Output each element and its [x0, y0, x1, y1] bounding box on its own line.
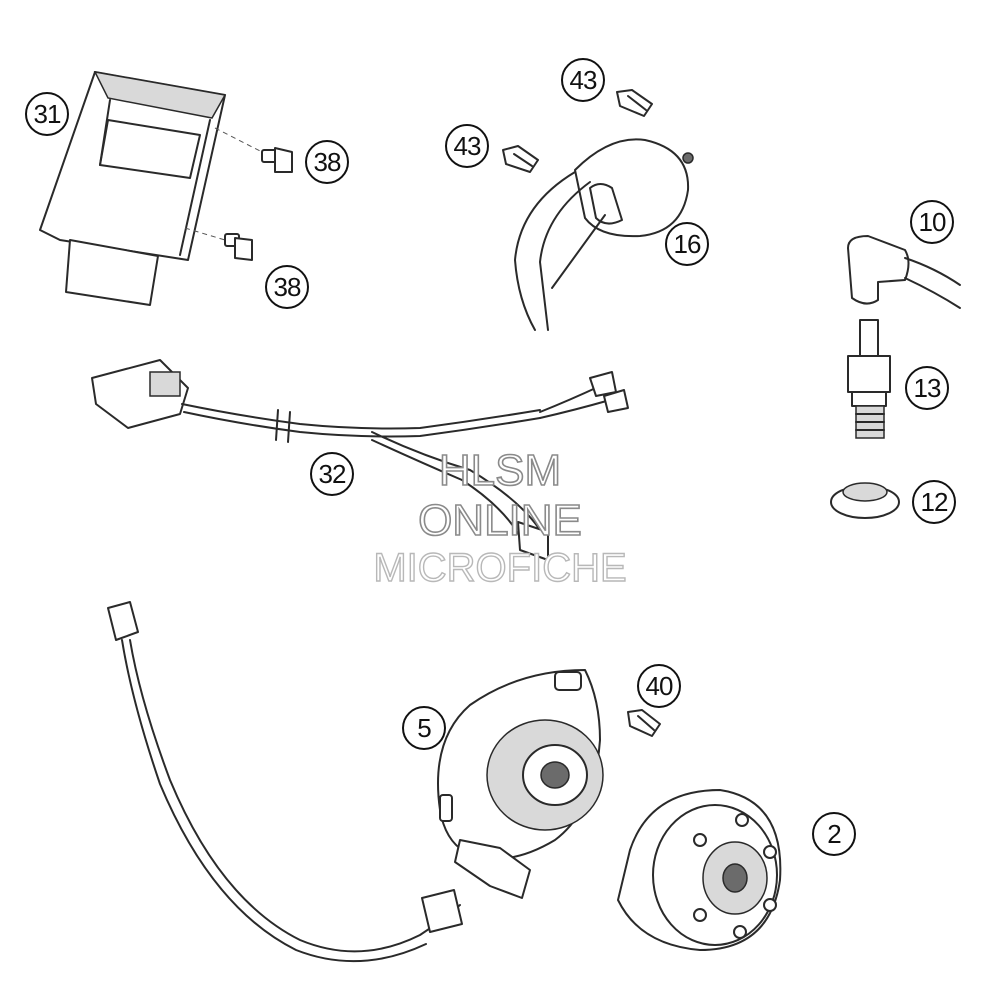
callout-32[interactable]: 32 [310, 452, 354, 496]
callout-38-lower[interactable]: 38 [265, 265, 309, 309]
part-10-spark-plug-cap[interactable] [847, 235, 961, 309]
callout-43-lower[interactable]: 43 [445, 124, 489, 168]
part-40-bolt[interactable] [627, 709, 661, 737]
callout-13[interactable]: 13 [905, 366, 949, 410]
callout-2[interactable]: 2 [812, 812, 856, 856]
part-32-wiring-harness[interactable] [91, 359, 629, 561]
callout-5[interactable]: 5 [402, 706, 446, 750]
part-12-grommet[interactable] [830, 482, 900, 519]
part-16-ignition-coil[interactable] [514, 138, 694, 331]
callout-40[interactable]: 40 [637, 664, 681, 708]
callout-43-upper[interactable]: 43 [561, 58, 605, 102]
part-5-stator[interactable] [107, 601, 604, 963]
part-31-cdi-unit[interactable] [39, 71, 227, 306]
part-43-bolt-lower[interactable] [502, 145, 539, 173]
callout-31[interactable]: 31 [25, 92, 69, 136]
part-38-bolt-lower[interactable] [184, 227, 253, 261]
callout-12[interactable]: 12 [912, 480, 956, 524]
callout-10[interactable]: 10 [910, 200, 954, 244]
part-43-bolt-upper[interactable] [616, 89, 653, 117]
callout-16[interactable]: 16 [665, 222, 709, 266]
part-13-spark-plug[interactable] [847, 319, 891, 439]
callout-38-upper[interactable]: 38 [305, 140, 349, 184]
part-38-bolt-upper[interactable] [214, 127, 293, 173]
part-2-flywheel[interactable] [617, 789, 782, 951]
